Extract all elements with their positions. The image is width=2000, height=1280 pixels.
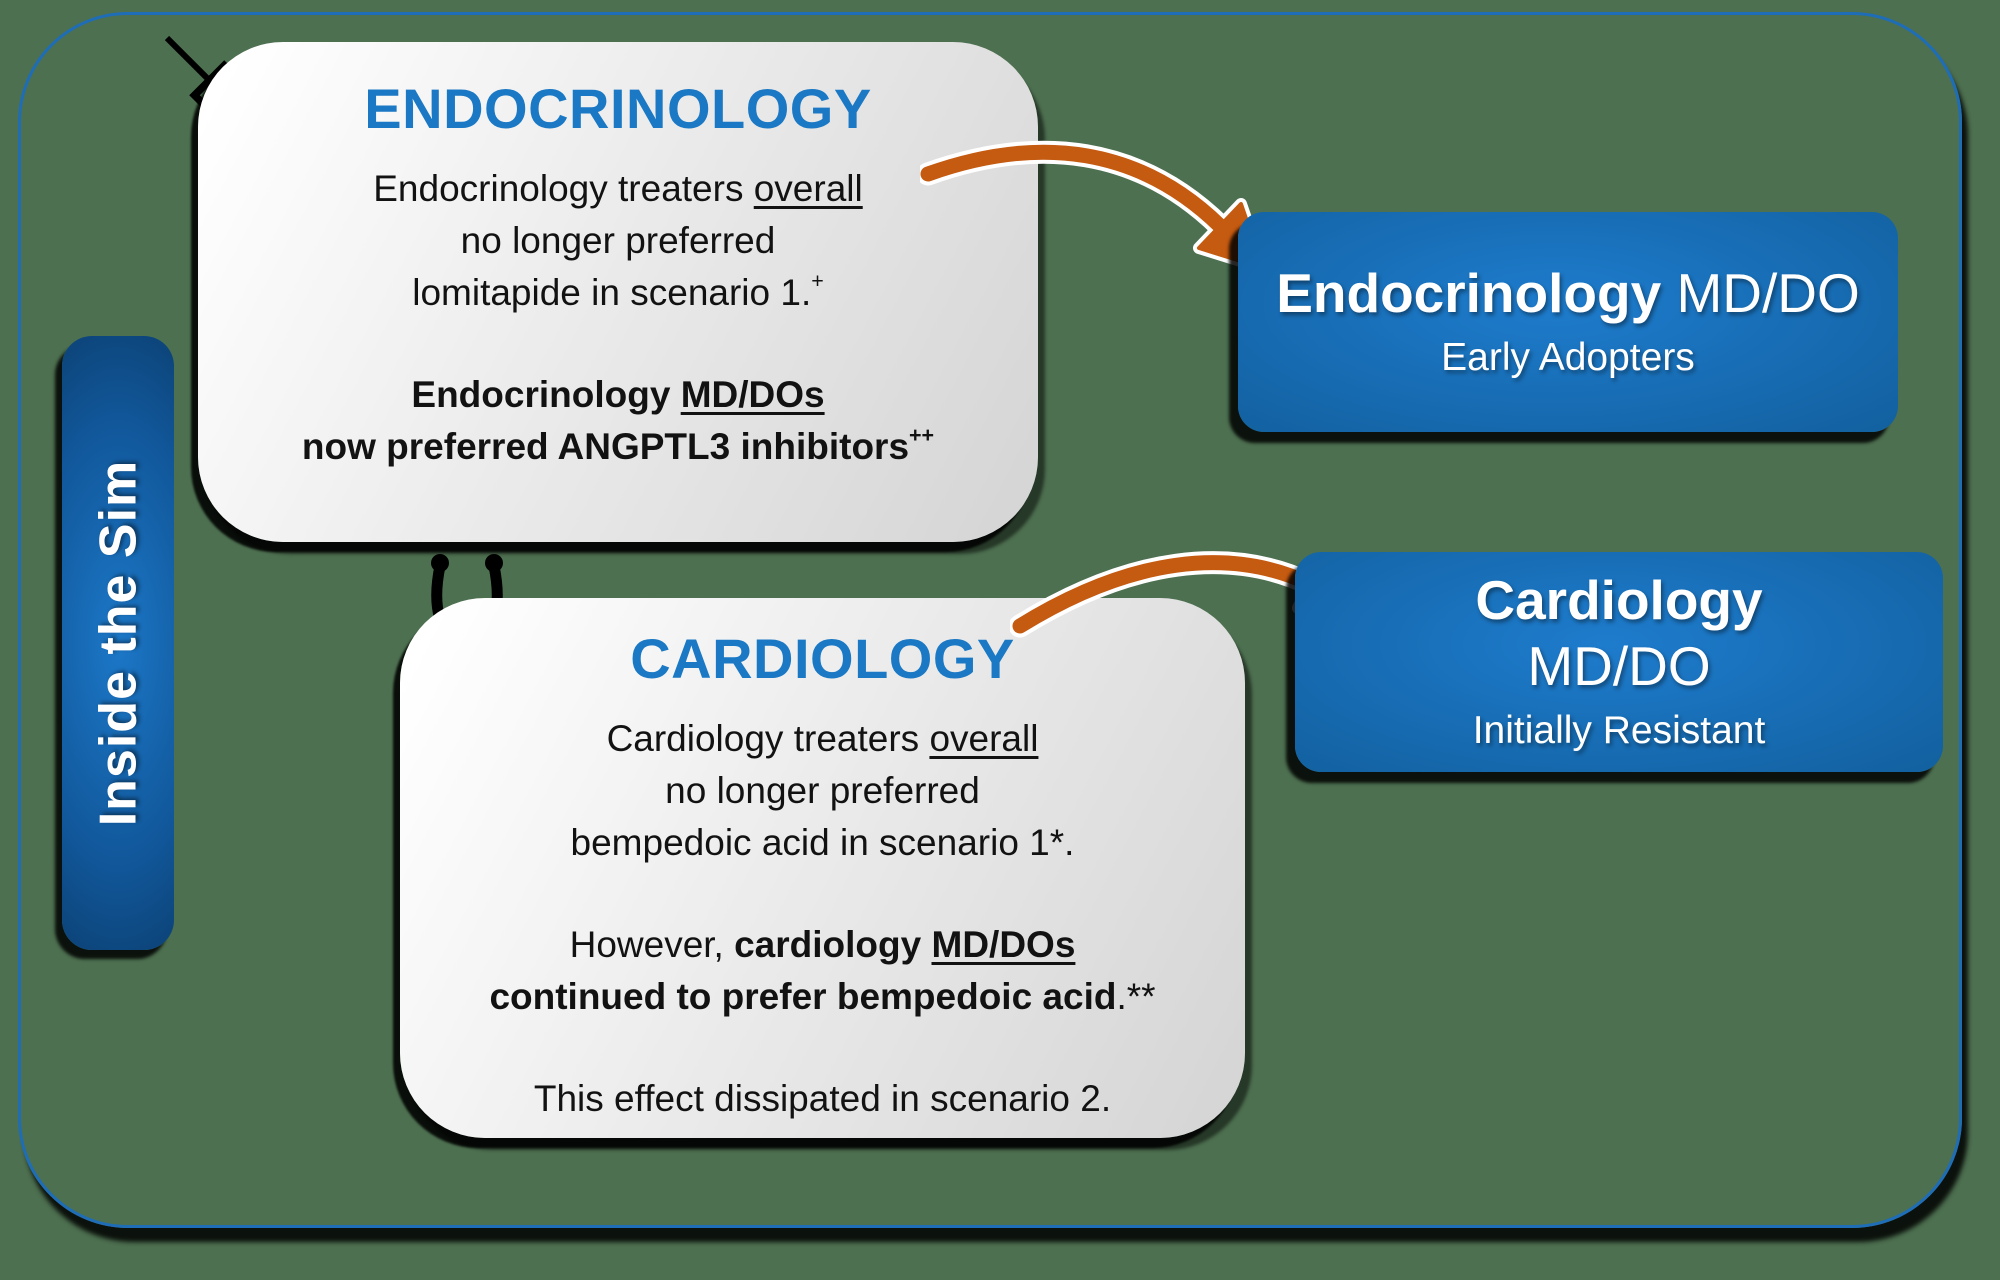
- cardio-line-6: This effect dissipated in scenario 2.: [533, 1078, 1112, 1119]
- cardio-paragraph-3: This effect dissipated in scenario 2.: [400, 1073, 1245, 1125]
- endo-line-1: Endocrinology treaters overall: [373, 168, 863, 209]
- cardio-line-1: Cardiology treaters overall: [606, 718, 1039, 759]
- endo-line-5: now preferred ANGPTL3 inhibitors++: [301, 423, 935, 467]
- endo-line-4: Endocrinology MD/DOs: [411, 374, 825, 415]
- endo-paragraph-2: Endocrinology MD/DOs now preferred ANGPT…: [198, 369, 1038, 473]
- endo-result-subtitle: Early Adopters: [1441, 336, 1695, 379]
- endo-paragraph-1: Endocrinology treaters overall no longer…: [198, 163, 1038, 319]
- endocrinology-result-box: Endocrinology MD/DO Early Adopters: [1238, 212, 1898, 432]
- cardiology-card: CARDIOLOGY Cardiology treaters overall n…: [400, 598, 1245, 1138]
- endocrinology-card: ENDOCRINOLOGY Endocrinology treaters ove…: [198, 42, 1038, 542]
- endo-result-title: Endocrinology MD/DO: [1276, 262, 1860, 324]
- cardio-line-2: no longer preferred: [665, 770, 980, 811]
- cardio-result-subtitle: Initially Resistant: [1472, 709, 1766, 752]
- cardio-line-5: continued to prefer bempedoic acid.**: [489, 976, 1156, 1017]
- cardio-result-line2: MD/DO: [1527, 635, 1711, 697]
- inside-the-sim-label: Inside the Sim: [89, 459, 147, 827]
- cardiology-card-body: Cardiology treaters overall no longer pr…: [400, 713, 1245, 1125]
- cardio-result-line1: Cardiology: [1475, 569, 1763, 631]
- endocrinology-card-title: ENDOCRINOLOGY: [364, 77, 872, 140]
- cardiology-result-box: Cardiology MD/DO Initially Resistant: [1295, 552, 1943, 772]
- inside-the-sim-pill: Inside the Sim: [62, 336, 174, 950]
- endocrinology-card-body: Endocrinology treaters overall no longer…: [198, 163, 1038, 473]
- cardio-line-4: However, cardiology MD/DOs: [569, 924, 1076, 965]
- outer-frame: [18, 12, 1962, 1228]
- cardio-paragraph-1: Cardiology treaters overall no longer pr…: [400, 713, 1245, 869]
- cardio-paragraph-2: However, cardiology MD/DOs continued to …: [400, 919, 1245, 1023]
- cardiology-card-title: CARDIOLOGY: [630, 627, 1015, 690]
- cardio-line-3: bempedoic acid in scenario 1*.: [570, 822, 1075, 863]
- endo-line-3: lomitapide in scenario 1.+: [412, 269, 824, 313]
- endo-line-2: no longer preferred: [460, 220, 776, 261]
